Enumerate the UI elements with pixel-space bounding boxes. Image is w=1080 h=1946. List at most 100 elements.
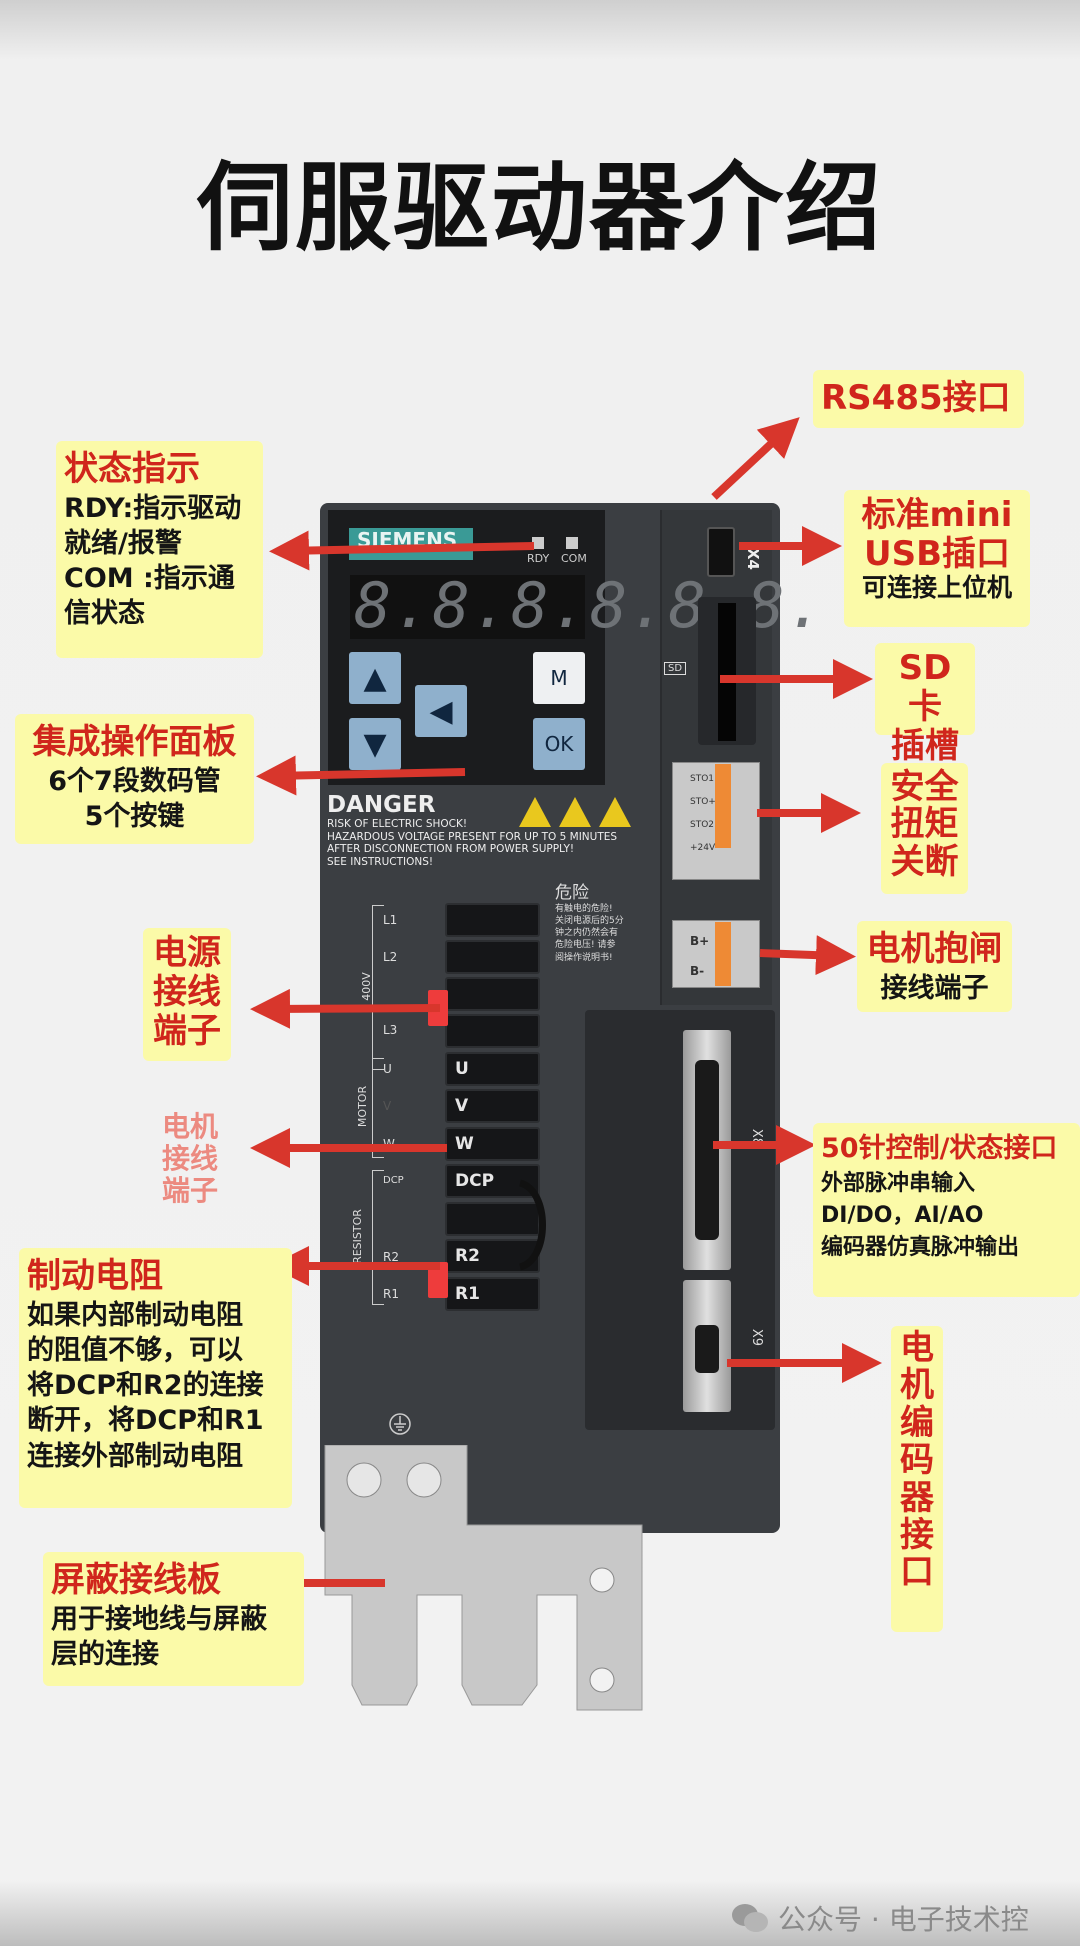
terminal-side-label: R2	[383, 1250, 399, 1264]
callout-title: RS485接口	[821, 378, 1011, 418]
callout-line: 电源	[153, 933, 221, 973]
callout-line: 如果内部制动电阻	[27, 1300, 243, 1332]
left-button[interactable]: ◀	[415, 685, 467, 737]
ground-icon	[389, 1413, 411, 1435]
mini-usb-port[interactable]	[707, 527, 735, 577]
warning-triangles-icon	[519, 797, 631, 827]
callout-panel: 集成操作面板 6个7段数码管 5个按键	[15, 714, 254, 844]
callout-line: 扭矩	[890, 804, 959, 845]
sd-icon: SD	[664, 662, 687, 675]
callout-line: 端子	[161, 1174, 218, 1208]
callout-brake-resistor: 制动电阻 如果内部制动电阻 的阻值不够，可以 将DCP和R2的连接 断开，将DC…	[19, 1248, 292, 1508]
callout-line: RDY:指示驱动	[64, 493, 242, 525]
sto-pin: +24V	[690, 843, 716, 853]
terminal-side-label: L3	[383, 1023, 398, 1037]
terminal-side-label: L2	[383, 950, 398, 964]
danger-heading: DANGER	[327, 792, 436, 818]
callout-line: 安全	[890, 767, 959, 807]
callout-sd: SD卡 插槽	[875, 643, 975, 766]
brake-pin-labels: B+ B-	[690, 926, 709, 986]
terminal-l3[interactable]	[445, 1014, 540, 1048]
sto-pin: STO1	[690, 774, 715, 784]
terminal-side-label: U	[383, 1062, 392, 1076]
callout-status: 状态指示 RDY:指示驱动 就绪/报警 COM :指示通 信状态	[56, 441, 263, 658]
callout-char: 器	[900, 1477, 934, 1518]
callout-title: 状态指示	[64, 449, 200, 489]
power-group-bracket	[372, 905, 384, 1070]
callout-line: 将DCP和R2的连接	[27, 1370, 264, 1402]
callout-usb: 标准mini USB插口 可连接上位机	[844, 490, 1030, 627]
callout-line: 接线	[153, 972, 221, 1013]
terminal-v[interactable]: V	[445, 1089, 540, 1123]
terminal-side-label: V	[383, 1099, 392, 1113]
callout-line: 接线	[161, 1142, 218, 1176]
callout-motor: 电机 接线 端子	[155, 1110, 225, 1208]
callout-char: 码	[900, 1440, 934, 1481]
down-button[interactable]: ▼	[349, 718, 401, 770]
watermark-text: 公众号 · 电子技术控	[778, 1903, 1029, 1936]
terminal-r1[interactable]: R1	[445, 1277, 540, 1311]
terminal-l2[interactable]	[445, 940, 540, 974]
arrow-power	[250, 988, 441, 1029]
callout-title: 制动电阻	[27, 1256, 163, 1296]
brake-pin: B+	[690, 934, 710, 948]
danger-cn-line: 危险电压! 请参	[555, 940, 616, 951]
callout-line: 信状态	[64, 598, 145, 630]
resistor-red-lock[interactable]	[428, 1262, 448, 1298]
terminal-power-locked[interactable]	[445, 977, 540, 1011]
terminal-l1[interactable]	[445, 903, 540, 937]
x9-socket	[695, 1325, 719, 1373]
motor-group-bracket	[372, 1058, 384, 1158]
callout-line: 用于接地线与屏蔽	[51, 1604, 267, 1636]
terminal-w[interactable]: W	[445, 1127, 540, 1161]
terminal-side-label: L1	[383, 913, 398, 927]
danger-line: AFTER DISCONNECTION FROM POWER SUPPLY!	[327, 843, 575, 856]
arrow-brake	[759, 935, 856, 976]
callout-line: SD卡	[898, 648, 952, 728]
callout-brake: 电机抱闸 接线端子	[857, 921, 1012, 1012]
ok-button[interactable]: OK	[533, 718, 585, 770]
wechat-icon	[732, 1904, 768, 1932]
up-button[interactable]: ▲	[349, 652, 401, 704]
terminal-resistor-locked[interactable]	[445, 1202, 540, 1236]
callout-line: 可连接上位机	[861, 573, 1012, 603]
callout-char: 机	[900, 1365, 934, 1406]
callout-line: DI/DO，AI/AO	[821, 1203, 984, 1229]
callout-x8: 50针控制/状态接口 外部脉冲串输入 DI/DO，AI/AO 编码器仿真脉冲输出	[813, 1123, 1080, 1297]
page-title: 伺服驱动器介绍	[197, 152, 883, 264]
sto-pin: STO+	[690, 797, 716, 807]
m-button[interactable]: M	[533, 652, 585, 704]
resistor-group-bracket	[372, 1170, 384, 1305]
callout-line: 插槽	[891, 726, 959, 767]
callout-line: 断开，将DCP和R1	[27, 1405, 264, 1437]
danger-line: HAZARDOUS VOLTAGE PRESENT FOR UP TO 5 MI…	[327, 830, 618, 843]
callout-rs485: RS485接口	[813, 370, 1024, 428]
callout-title: 集成操作面板	[32, 722, 237, 762]
com-label: COM	[561, 552, 587, 565]
callout-title: USB插口	[863, 534, 1010, 575]
danger-cn-heading: 危险	[555, 883, 589, 903]
terminal-side-label: R1	[383, 1287, 399, 1301]
callout-encoder: 电 机 编 码 器 接 口	[891, 1326, 943, 1632]
com-led	[566, 537, 578, 549]
x8-socket	[695, 1060, 719, 1240]
rdy-label: RDY	[527, 552, 550, 565]
rdy-led	[532, 537, 544, 549]
arrow-panel	[256, 755, 466, 796]
danger-warning: DANGER RISK OF ELECTRIC SHOCK! HAZARDOUS…	[327, 792, 617, 868]
watermark: 公众号 · 电子技术控	[730, 1898, 1029, 1938]
callout-title: 50针控制/状态接口	[821, 1133, 1058, 1164]
terminal-u[interactable]: U	[445, 1052, 540, 1086]
callout-line: 端子	[153, 1011, 221, 1052]
callout-line: 外部脉冲串输入	[821, 1171, 976, 1197]
brake-pin: B-	[690, 964, 705, 978]
callout-line: COM :指示通	[64, 563, 235, 595]
callout-char: 接	[900, 1514, 934, 1555]
arrow-rs485	[711, 417, 800, 500]
sd-card-slot[interactable]	[718, 603, 736, 741]
danger-cn-line: 阅操作说明书!	[555, 952, 613, 963]
sto-orange-levers	[715, 764, 731, 848]
callout-line: 编码器仿真脉冲输出	[821, 1234, 1020, 1260]
callout-line: 关断	[890, 841, 959, 882]
danger-cn-line: 钟之内仍然会有	[555, 928, 619, 939]
